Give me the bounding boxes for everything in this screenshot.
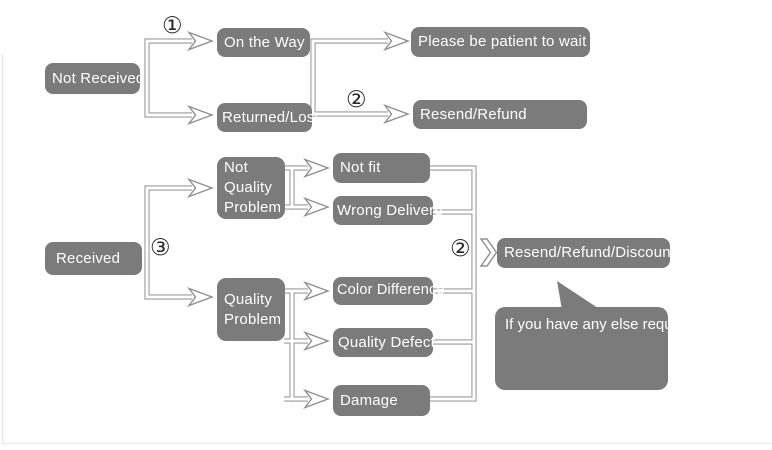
connector-inner-strokes: [145, 39, 476, 401]
node-resend-refund: Resend/Refund: [413, 100, 587, 129]
step-number-2-top: ②: [346, 87, 367, 113]
node-line: Not: [224, 159, 248, 177]
step-number-2-bottom: ②: [450, 236, 471, 262]
chevron-arrow-icon: [479, 238, 498, 267]
note-line: If you have any else: [505, 316, 639, 333]
speech-bubble-tail: [557, 281, 601, 310]
node-line: Quality: [224, 179, 273, 197]
node-received: Received: [45, 242, 142, 275]
note-line: requirements,you could: [642, 316, 772, 333]
node-damage: Damage: [333, 385, 430, 416]
node-returned-lost: Returned/Lost: [217, 103, 319, 132]
step-number-3: ③: [150, 235, 171, 261]
note-speech-bubble: If you have any else requirements,you co…: [495, 307, 772, 390]
node-quality-problem: Quality Problem: [217, 278, 285, 341]
page-edge-lines: [1, 55, 772, 445]
node-wrong-delivery: Wrong Deliveru: [333, 196, 443, 225]
step-number-1: ①: [162, 13, 183, 39]
node-not-quality-problem: Not Quality Problem: [217, 157, 285, 219]
node-color-difference: Color Difference: [333, 277, 445, 305]
arrowhead-icons: [186, 31, 411, 409]
node-line: Quality: [224, 290, 273, 308]
node-not-fit: Not fit: [333, 153, 430, 183]
node-quality-defect: Quality Defect: [333, 328, 435, 357]
node-on-the-way: On the Way: [217, 28, 310, 57]
node-resend-refund-discount: Resend/Refund/Discount: [497, 238, 675, 268]
node-please-be-patient: Please be patient to wait: [411, 27, 590, 57]
node-line: Problem: [224, 310, 282, 328]
node-line: Problem: [224, 198, 282, 216]
node-not-received: Not Received: [45, 63, 144, 94]
